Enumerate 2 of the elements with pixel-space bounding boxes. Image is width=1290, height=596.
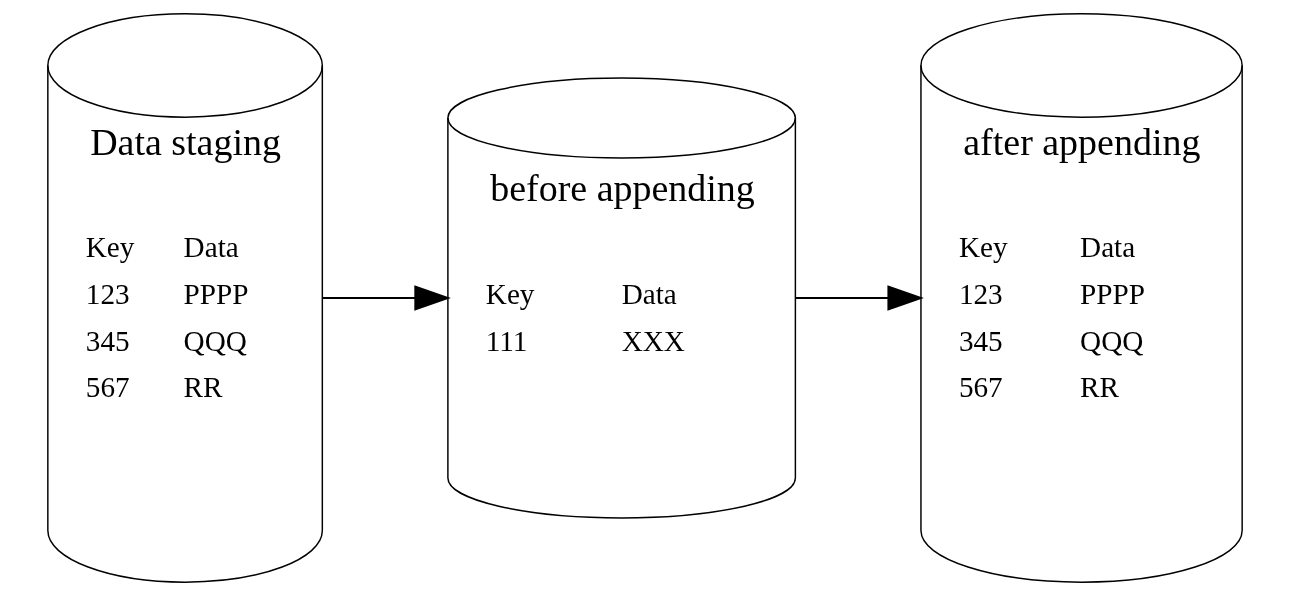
arrow — [322, 285, 451, 311]
arrow — [795, 285, 924, 311]
